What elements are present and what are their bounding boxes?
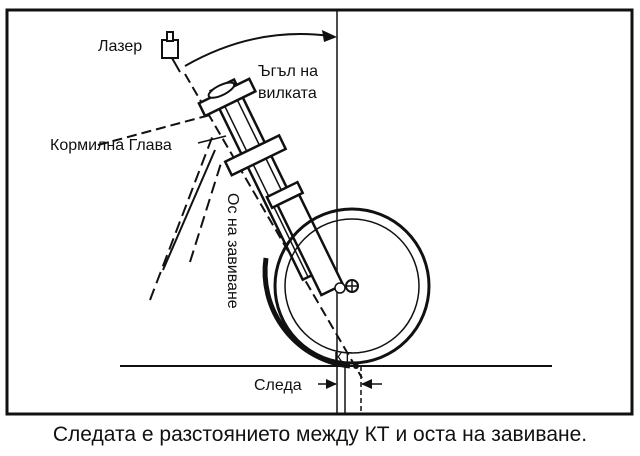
- contact-point-label: КТ: [334, 349, 352, 366]
- laser-device: [161, 31, 181, 73]
- steering-head-pointer: [197, 135, 227, 144]
- steering-axis-label: Ос на завиване: [224, 193, 241, 309]
- front-wheel: [273, 207, 431, 365]
- fork-angle-label-line2: вилката: [258, 85, 317, 102]
- diagram-caption: Следата е разстоянието между КТ и оста н…: [52, 423, 588, 446]
- frame-line-lower: [149, 134, 214, 301]
- frame-line-lower-3: [189, 159, 223, 263]
- fork-assembly: [197, 77, 345, 297]
- frame-line-upper: [97, 114, 211, 146]
- laser-label: Лазер: [98, 38, 142, 55]
- steering-axis-line: [184, 73, 363, 379]
- trail-label: Следа: [254, 377, 302, 394]
- fork-angle-arrowhead: [322, 30, 337, 42]
- fork-angle-arc: [184, 33, 331, 67]
- fork-angle-label-line1: Ъгъл на: [258, 63, 318, 80]
- steering-head-label: Кормилна Глава: [50, 137, 172, 154]
- axle-mark: [334, 282, 346, 294]
- frame-line-lower-2: [162, 149, 216, 271]
- contact-point-mark: [353, 363, 359, 369]
- diagram-frame: [5, 8, 634, 416]
- front-fender: [262, 257, 351, 369]
- trail-arrows: [318, 379, 382, 389]
